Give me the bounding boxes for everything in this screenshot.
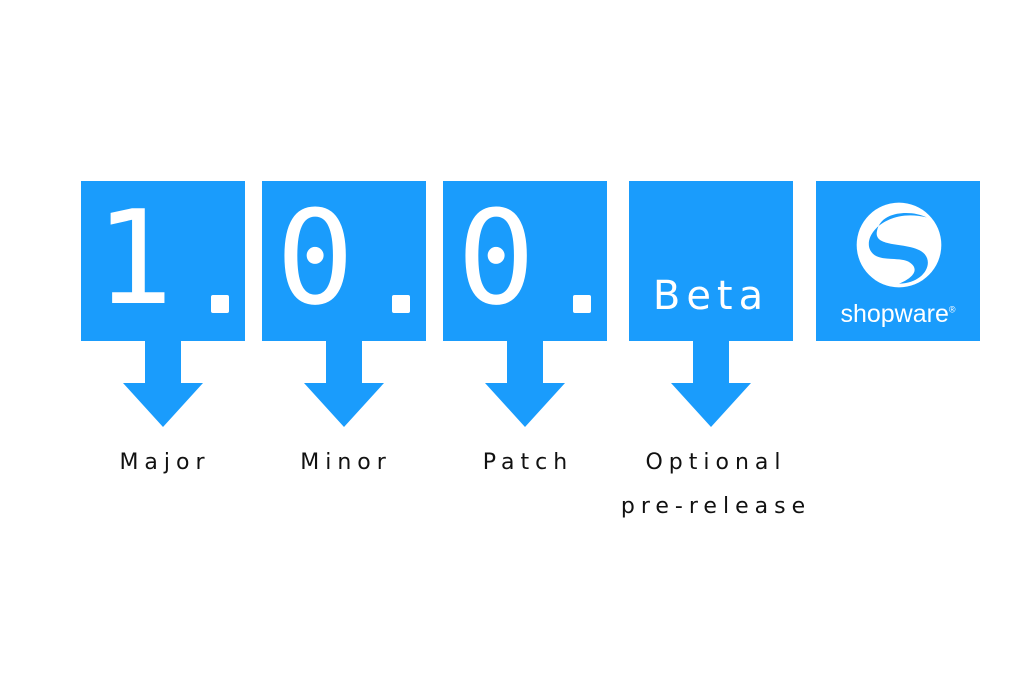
minor-version-box: 0 [262, 181, 426, 341]
prerelease-box: Beta [629, 181, 793, 341]
major-label: Major [119, 450, 211, 475]
down-arrow-icon [304, 341, 384, 427]
patch-version-box: 0 [443, 181, 607, 341]
prerelease-caption: pre-release [620, 494, 812, 519]
down-arrow-icon [671, 341, 751, 427]
shopware-logo-text: shopware® [840, 300, 956, 328]
major-digit: 1 [95, 182, 176, 334]
patch-digit: 0 [457, 182, 538, 334]
patch-label: Patch [482, 450, 574, 475]
version-separator-dot [392, 295, 410, 313]
optional-label: Optional [645, 450, 787, 475]
minor-digit: 0 [276, 182, 357, 334]
version-separator-dot [573, 295, 591, 313]
shopware-logo-box: shopware® [816, 181, 980, 341]
down-arrow-icon [123, 341, 203, 427]
down-arrow-icon [485, 341, 565, 427]
minor-label: Minor [300, 450, 392, 475]
version-separator-dot [211, 295, 229, 313]
major-version-box: 1 [81, 181, 245, 341]
prerelease-label: Beta [652, 273, 770, 319]
shopware-logo-icon [856, 202, 942, 288]
